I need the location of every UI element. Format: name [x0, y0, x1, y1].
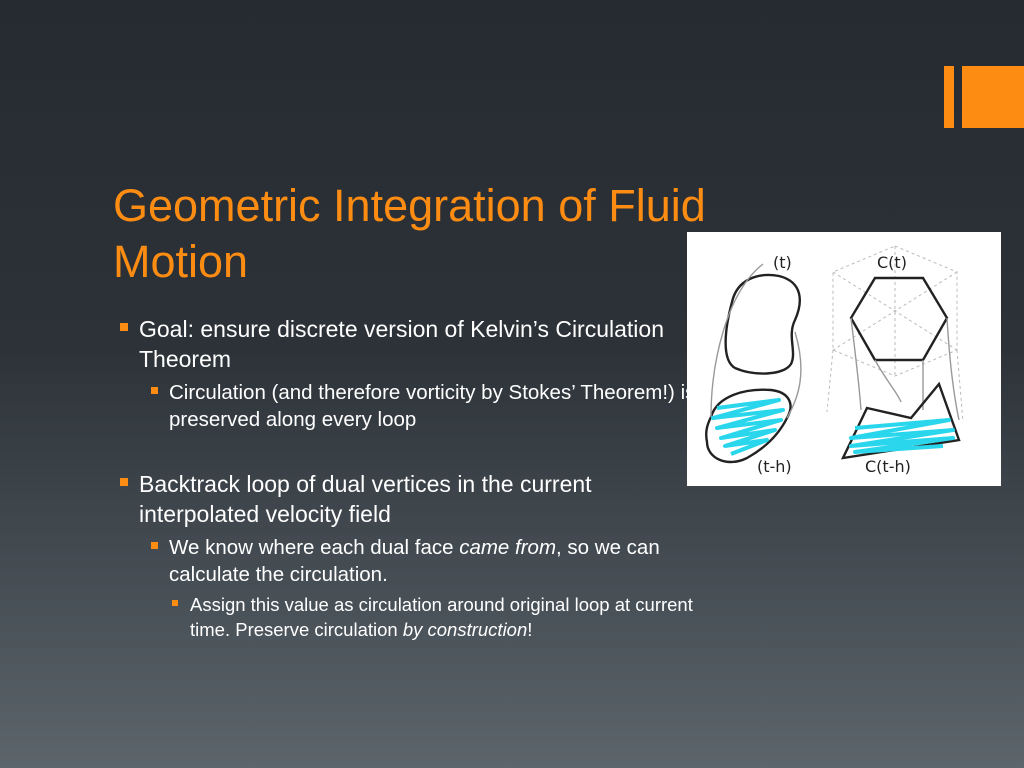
bullet-text: We know where each dual face: [169, 536, 460, 559]
circulation-scribble: [711, 398, 785, 456]
bullet-text: Assign this value as circulation around …: [190, 594, 693, 640]
accent-bar-thin: [944, 66, 954, 128]
trajectory-lines: [850, 317, 960, 421]
polygon-cth: [840, 381, 961, 460]
label-right-top: C(t): [877, 253, 907, 272]
bullet-dual-face: We know where each dual face came from, …: [149, 534, 708, 588]
trajectory-line: [786, 331, 802, 419]
bullet-backtrack: Backtrack loop of dual vertices in the c…: [118, 469, 708, 529]
bullet-text: , so we can calculate the circulation.: [169, 536, 660, 586]
loop-t-outline: [724, 273, 801, 375]
bullet-circulation: Circulation (and therefore vorticity by …: [149, 379, 708, 433]
hexagon-ct: [849, 276, 949, 362]
label-left-top: (t): [773, 253, 792, 272]
bullet-text: !: [527, 619, 533, 640]
trajectory-line: [710, 263, 764, 418]
slide-body: Goal: ensure discrete version of Kelvin’…: [118, 314, 708, 642]
label-left-bottom: (t-h): [757, 457, 792, 476]
label-right-bottom: C(t-h): [865, 457, 911, 476]
loop-th-outline: [705, 388, 792, 464]
circulation-scribble: [849, 418, 955, 454]
circulation-diagram: (t) (t-h) C(t) C(t-h): [705, 245, 964, 476]
emphasis-text: by construction: [402, 619, 528, 640]
bullet-assign: Assign this value as circulation around …: [170, 592, 708, 642]
accent-bar-thick: [962, 66, 1024, 128]
slide-title: Geometric Integration of Fluid Motion: [113, 180, 706, 287]
bullet-goal: Goal: ensure discrete version of Kelvin’…: [118, 314, 708, 374]
emphasis-text: came from: [459, 536, 557, 559]
circulation-figure: (t) (t-h) C(t) C(t-h): [687, 232, 1001, 486]
